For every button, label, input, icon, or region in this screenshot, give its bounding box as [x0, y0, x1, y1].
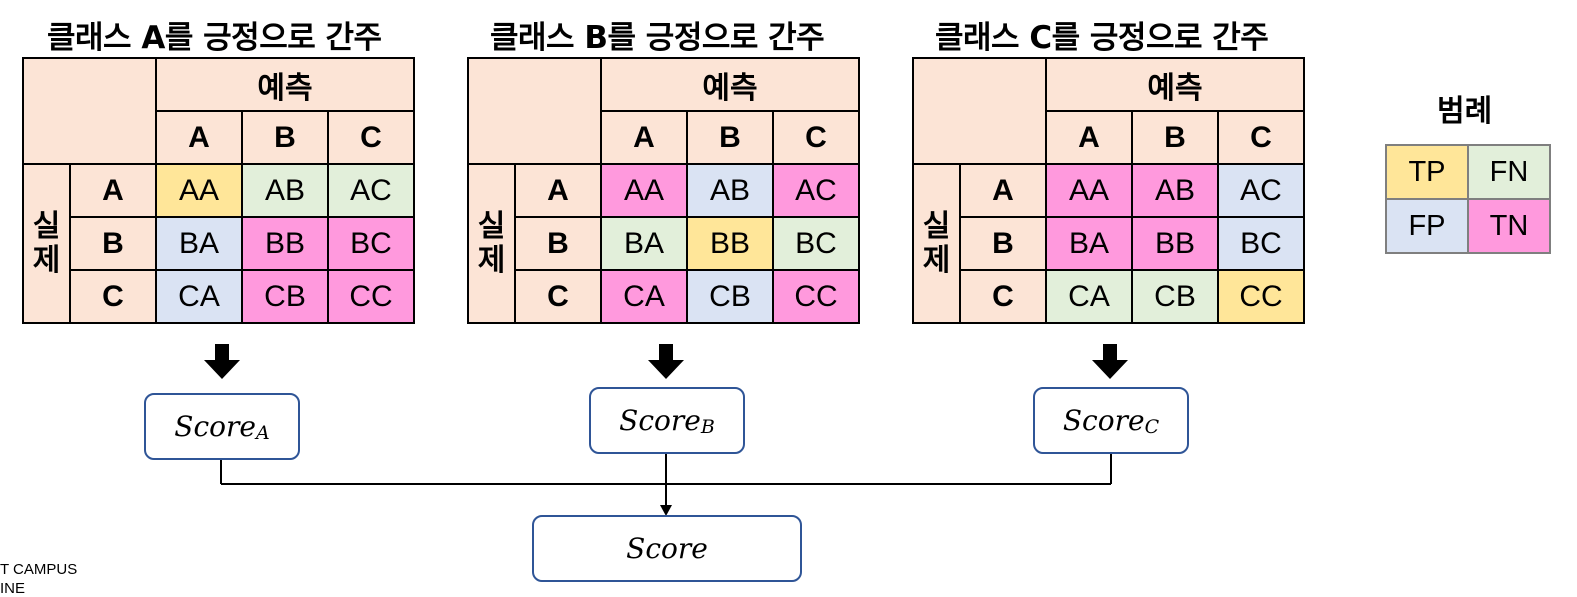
matrix-cell-fn: BC: [772, 216, 860, 271]
predicted-class-label: B: [241, 110, 329, 165]
matrix-cell-tn: BA: [1045, 216, 1133, 271]
predicted-class-label: C: [327, 110, 415, 165]
matrix-cell-tn: AC: [772, 163, 860, 218]
score-a-subscript: A: [255, 421, 270, 444]
matrix-cell-fp: BA: [155, 216, 243, 271]
panel-c-title: 클래스 C를 긍정으로 간주: [935, 20, 1269, 56]
actual-class-label: B: [514, 216, 602, 271]
matrix-cell-tp: CC: [1217, 269, 1305, 324]
actual-class-label: A: [959, 163, 1047, 218]
predicted-class-label: B: [686, 110, 774, 165]
legend-title: 범례: [1437, 94, 1493, 129]
actual-label-1: 실: [32, 208, 61, 244]
predicted-header: 예측: [600, 57, 860, 112]
score-c-base: Score: [1062, 404, 1145, 437]
matrix-cell-tn: BC: [327, 216, 415, 271]
actual-class-label: C: [69, 269, 157, 324]
matrix-cell-tn: BB: [1131, 216, 1219, 271]
matrix-cell-fn: CA: [1045, 269, 1133, 324]
predicted-class-label: C: [1217, 110, 1305, 165]
matrix-cell-tn: AA: [600, 163, 688, 218]
matrix-cell-tn: CC: [327, 269, 415, 324]
panel-a-title: 클래스 A를 긍정으로 간주: [47, 20, 382, 56]
actual-class-label: C: [959, 269, 1047, 324]
actual-class-label: B: [959, 216, 1047, 271]
actual-class-label: B: [69, 216, 157, 271]
actual-class-label: A: [514, 163, 602, 218]
score-b-subscript: B: [700, 415, 715, 438]
actual-label-2: 제: [32, 242, 61, 278]
final-score-box: Score: [532, 515, 802, 582]
legend-fp: FP: [1385, 198, 1469, 254]
footer-line-1: T CAMPUS: [0, 561, 78, 578]
predicted-header: 예측: [155, 57, 415, 112]
matrix-corner: [22, 57, 157, 165]
down-arrow-icon: [648, 344, 684, 379]
matrix-cell-fp: BC: [1217, 216, 1305, 271]
matrix-cell-tn: AA: [1045, 163, 1133, 218]
panel-b-title: 클래스 B를 긍정으로 간주: [490, 20, 825, 56]
legend-fn: FN: [1467, 144, 1551, 200]
predicted-class-label: A: [155, 110, 243, 165]
predicted-class-label: B: [1131, 110, 1219, 165]
predicted-header: 예측: [1045, 57, 1305, 112]
actual-class-label: C: [514, 269, 602, 324]
score-b-base: Score: [619, 404, 701, 437]
down-arrow-icon: [204, 344, 240, 379]
predicted-class-label: A: [1045, 110, 1133, 165]
matrix-cell-fn: CB: [1131, 269, 1219, 324]
score-c-subscript: C: [1144, 415, 1160, 438]
matrix-corner: [912, 57, 1047, 165]
predicted-class-label: A: [600, 110, 688, 165]
matrix-cell-tp: AA: [155, 163, 243, 218]
matrix-corner: [467, 57, 602, 165]
actual-label-2: 제: [922, 242, 951, 278]
matrix-cell-tn: CA: [600, 269, 688, 324]
footer-line-2: INE: [0, 580, 26, 597]
matrix-cell-tn: CC: [772, 269, 860, 324]
matrix-cell-fp: AC: [1217, 163, 1305, 218]
matrix-cell-fp: AB: [686, 163, 774, 218]
matrix-cell-fp: CB: [686, 269, 774, 324]
score-a-base: Score: [174, 410, 256, 443]
down-arrow-icon: [1092, 344, 1128, 379]
legend-tp: TP: [1385, 144, 1469, 200]
predicted-class-label: C: [772, 110, 860, 165]
matrix-cell-fp: CA: [155, 269, 243, 324]
final-score-label: Score: [626, 532, 708, 565]
actual-label-2: 제: [477, 242, 506, 278]
matrix-cell-fn: AC: [327, 163, 415, 218]
matrix-cell-fn: AB: [241, 163, 329, 218]
matrix-cell-tp: BB: [686, 216, 774, 271]
actual-label-1: 실: [477, 208, 506, 244]
legend-tn: TN: [1467, 198, 1551, 254]
matrix-cell-tn: AB: [1131, 163, 1219, 218]
matrix-cell-fn: BA: [600, 216, 688, 271]
actual-class-label: A: [69, 163, 157, 218]
actual-label-1: 실: [922, 208, 951, 244]
matrix-cell-tn: BB: [241, 216, 329, 271]
matrix-cell-tn: CB: [241, 269, 329, 324]
